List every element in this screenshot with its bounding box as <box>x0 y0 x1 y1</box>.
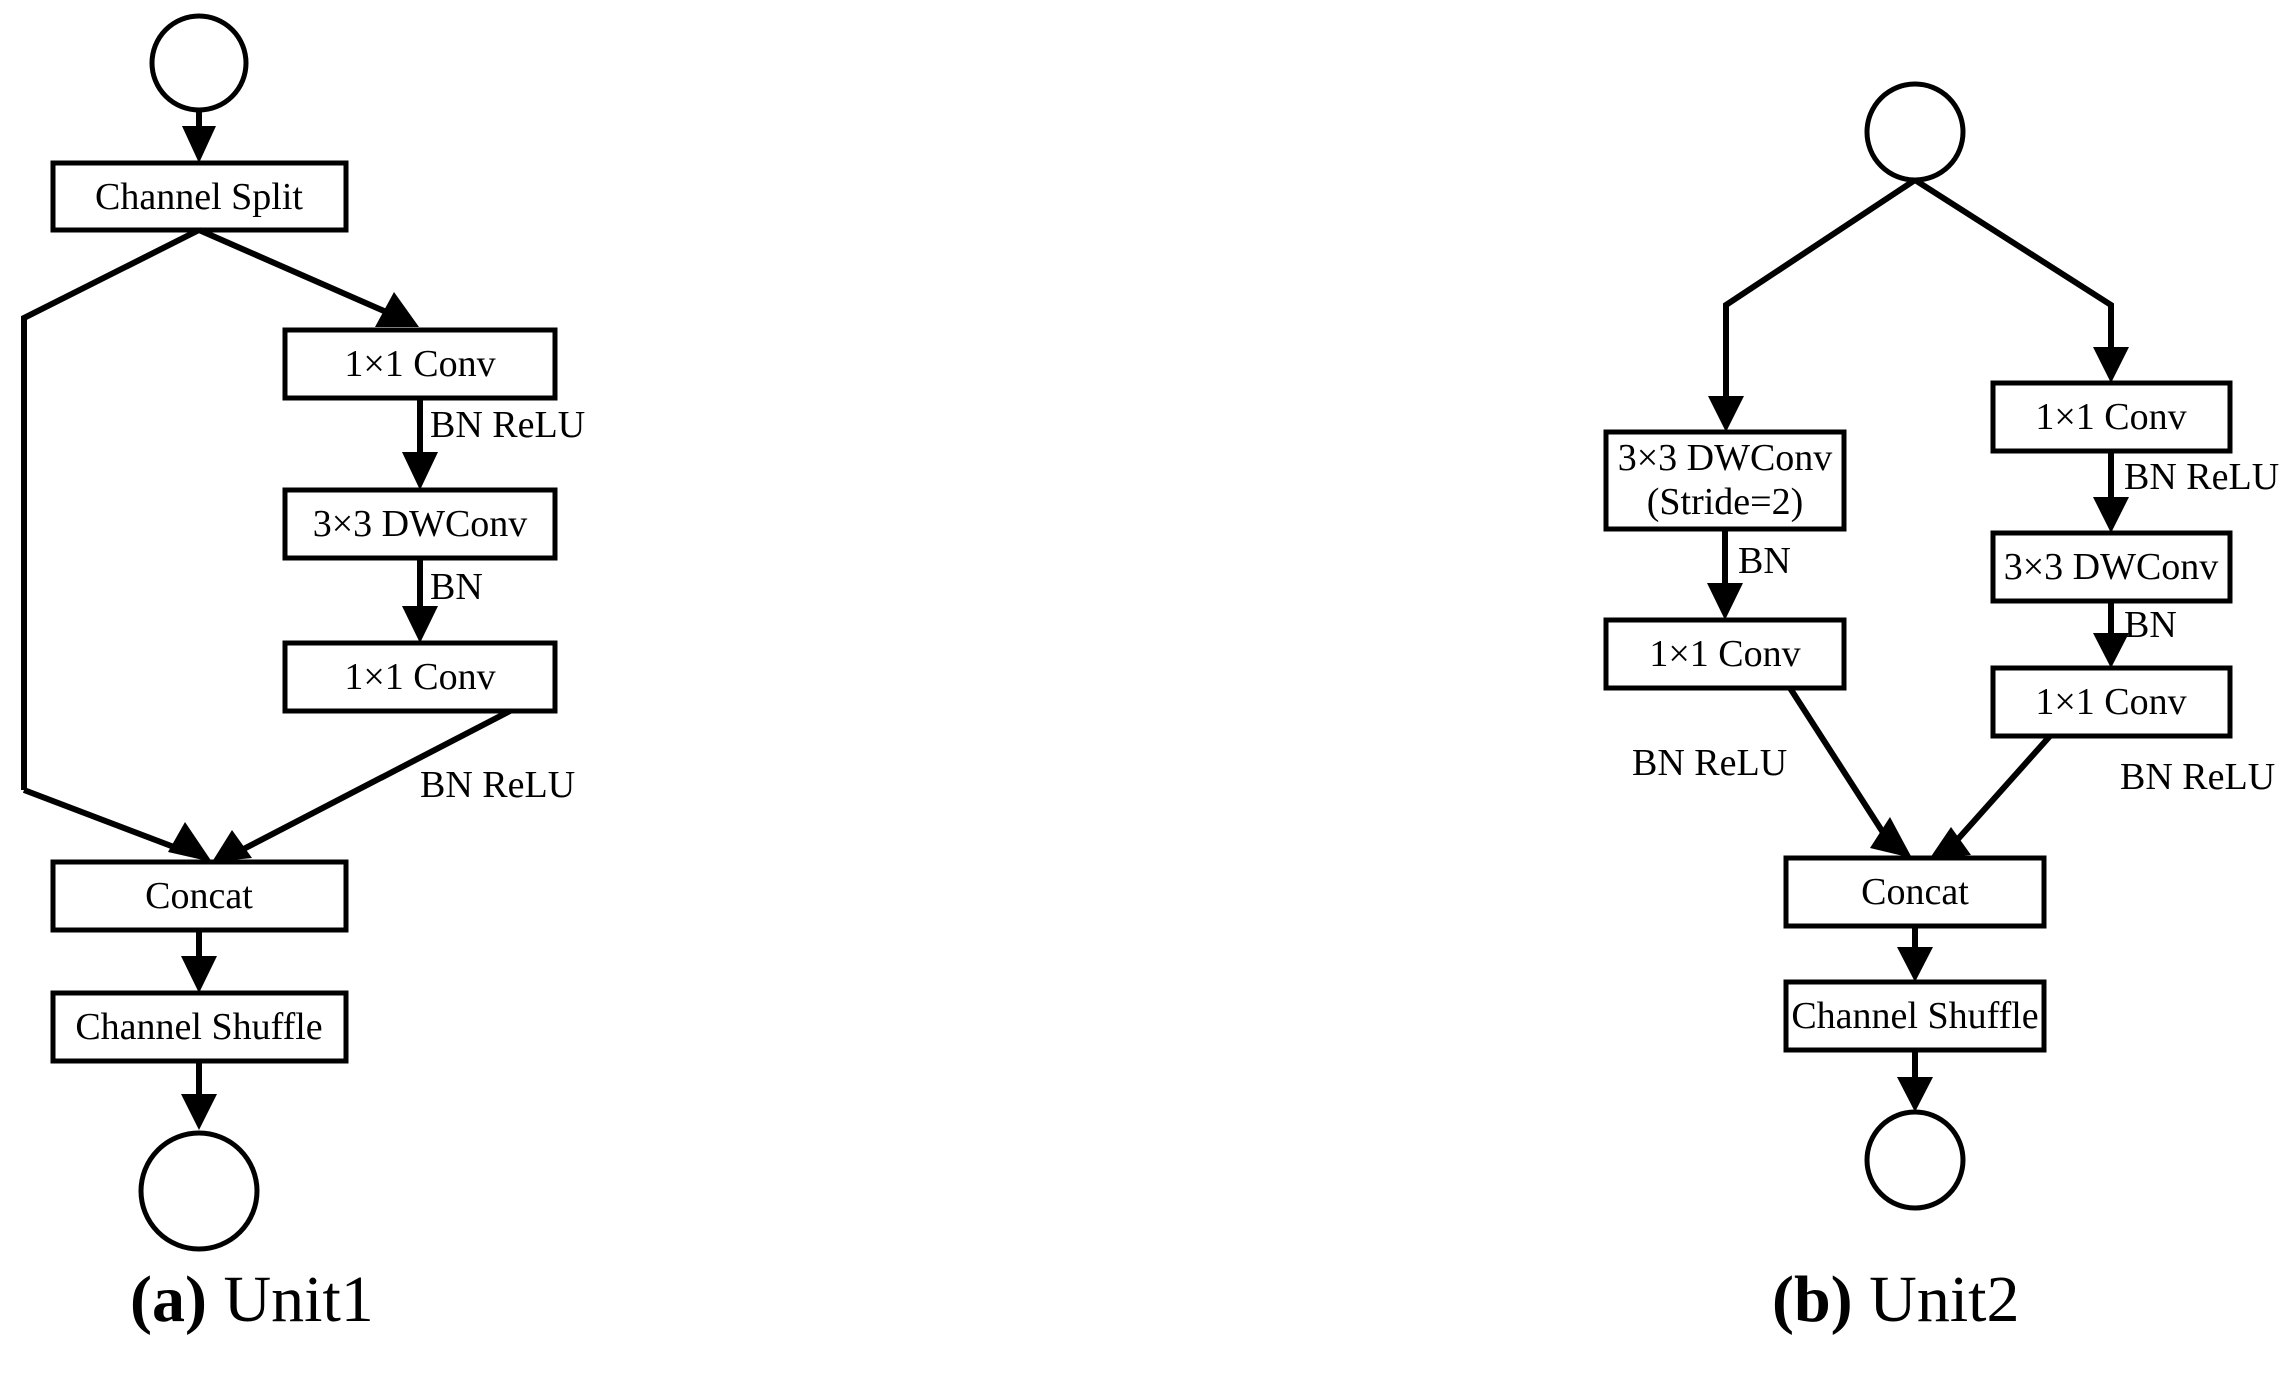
unit2-box-dwconv-stride2-line1: 3×3 DWConv <box>1618 437 1833 479</box>
unit2-label-right-bn-relu-1: BN ReLU <box>2124 456 2279 498</box>
unit1-group: Channel Split 1×1 Conv BN ReLU 3×3 DWCon… <box>21 13 585 1252</box>
unit2-arrowhead-left-dwconv <box>1708 396 1744 432</box>
unit1-arrowhead-conv1x1b <box>402 606 438 643</box>
unit2-arrowhead-output <box>1897 1077 1933 1112</box>
unit1-edge-split-to-conv <box>197 227 402 321</box>
unit2-edge-input-to-left <box>1723 177 1917 400</box>
unit2-box-right-dwconv3x3 <box>1990 530 2233 604</box>
unit1-box-channel-split-label: Channel Split <box>95 176 303 218</box>
unit2-arrowhead-concat-left <box>1870 817 1912 858</box>
unit2-box-concat-label: Concat <box>1861 871 1969 913</box>
unit2-label-right-bn: BN <box>2124 604 2177 646</box>
unit2-arrowhead-left-conv <box>1707 583 1743 620</box>
unit1-label-bn-relu-2: BN ReLU <box>420 764 575 806</box>
unit1-box-conv1x1-b-label: 1×1 Conv <box>344 656 495 698</box>
unit2-arrowhead-right-dwconv <box>2093 497 2129 533</box>
unit2-arrowhead-right-conv-bottom <box>2093 633 2129 668</box>
unit1-label-bn-relu-1: BN ReLU <box>430 404 585 446</box>
unit2-label-left-bn-relu: BN ReLU <box>1632 742 1787 784</box>
unit2-box-right-conv1x1-top <box>1990 380 2233 454</box>
unit1-box-concat-label: Concat <box>145 875 253 917</box>
unit2-group: 3×3 DWConv (Stride=2) BN 1×1 Conv BN ReL… <box>1603 81 2279 1211</box>
caption-unit1: (a) Unit1 <box>130 1262 374 1338</box>
unit1-box-conv1x1-b <box>282 640 558 714</box>
unit1-edge-conv-to-concat <box>230 708 512 858</box>
unit2-arrowhead-concat-right <box>1930 827 1971 858</box>
unit1-box-conv1x1-a <box>282 327 558 401</box>
unit1-edge-skip-path <box>21 227 201 790</box>
unit1-arrowhead-concat-left <box>168 822 212 862</box>
unit2-box-left-conv1x1 <box>1603 617 1847 691</box>
unit1-arrowhead-conv1x1a <box>375 292 419 327</box>
unit1-arrowhead-output <box>181 1094 217 1130</box>
unit1-box-conv1x1-a-label: 1×1 Conv <box>344 343 495 385</box>
caption-unit2-title: Unit2 <box>1852 1263 2020 1336</box>
caption-unit1-title: Unit1 <box>206 1263 374 1336</box>
unit1-box-dwconv3x3 <box>282 487 558 561</box>
unit1-arrowhead-concat-right <box>212 830 252 862</box>
unit2-label-left-bn: BN <box>1738 540 1791 582</box>
caption-unit2-letter: (b) <box>1772 1263 1853 1336</box>
unit2-label-right-bn-relu-2: BN ReLU <box>2120 756 2275 798</box>
caption-unit1-letter: (a) <box>130 1263 207 1336</box>
unit1-edge-skip-to-concat <box>22 787 197 858</box>
unit2-box-dwconv-stride2-line2: (Stride=2) <box>1647 481 1804 523</box>
unit2-box-right-conv1x1-bottom-label: 1×1 Conv <box>2035 681 2186 723</box>
unit2-box-channel-shuffle-label: Channel Shuffle <box>1791 995 2038 1037</box>
unit2-arrowhead-shuffle <box>1897 947 1933 982</box>
unit2-box-dwconv-stride2 <box>1603 429 1847 532</box>
unit2-output-circle <box>1864 1109 1966 1211</box>
unit1-input-circle <box>149 13 249 113</box>
unit1-arrowhead-dwconv <box>402 452 438 490</box>
unit2-input-circle <box>1864 81 1966 183</box>
unit2-edge-input-to-right <box>1913 177 2114 350</box>
unit2-box-right-conv1x1-bottom <box>1990 665 2233 739</box>
unit2-edge-right-to-concat <box>1947 734 2053 850</box>
unit1-box-channel-shuffle-label: Channel Shuffle <box>75 1006 322 1048</box>
unit1-label-bn-1: BN <box>430 566 483 608</box>
unit1-box-concat <box>50 859 349 933</box>
unit1-arrowhead-shuffle <box>181 956 217 993</box>
unit1-box-channel-shuffle <box>50 990 349 1064</box>
unit1-output-circle <box>138 1130 260 1252</box>
caption-unit2: (b) Unit2 <box>1772 1262 2020 1338</box>
unit2-box-concat <box>1783 855 2047 929</box>
unit1-box-dwconv3x3-label: 3×3 DWConv <box>313 503 528 545</box>
unit2-arrowhead-right-conv <box>2093 347 2129 383</box>
unit1-arrowhead-split <box>182 126 216 163</box>
unit2-box-right-conv1x1-top-label: 1×1 Conv <box>2035 396 2186 438</box>
unit2-edge-left-to-concat <box>1787 686 1896 850</box>
unit2-box-left-conv1x1-label: 1×1 Conv <box>1649 633 1800 675</box>
unit2-box-right-dwconv3x3-label: 3×3 DWConv <box>2004 546 2219 588</box>
